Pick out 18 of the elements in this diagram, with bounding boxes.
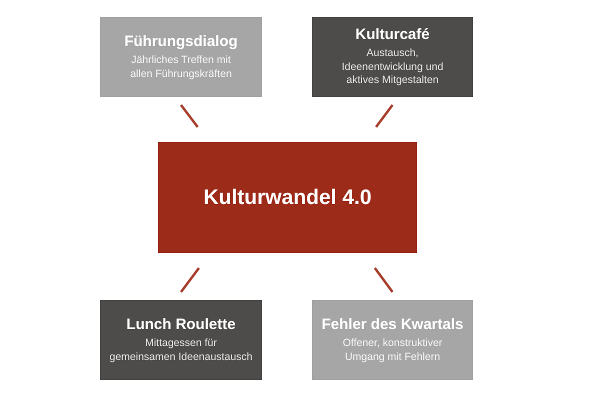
box-title: Führungsdialog bbox=[124, 33, 238, 51]
box-title: Kulturcafé bbox=[355, 26, 430, 44]
topic-box bbox=[312, 300, 473, 380]
connector-line bbox=[180, 267, 200, 293]
topic-box bbox=[312, 17, 473, 97]
box-title: Kulturwandel 4.0 bbox=[203, 188, 372, 206]
topic-box bbox=[100, 17, 262, 97]
box-description: Austausch, Ideenentwicklung und aktives Mitgestalten bbox=[340, 47, 444, 88]
topic-box bbox=[100, 300, 262, 380]
box-title: Fehler des Kwartals bbox=[322, 316, 464, 334]
box-title: Lunch Roulette bbox=[126, 316, 236, 334]
topic-box bbox=[158, 142, 417, 253]
connector-line bbox=[375, 104, 394, 128]
connector-line bbox=[374, 267, 394, 293]
box-description: Jährliches Treffen mit allen Führungskräften bbox=[129, 54, 233, 81]
connector-line bbox=[180, 104, 199, 128]
box-description: Offener, konstruktiver Umgang mit Fehlern bbox=[342, 337, 444, 364]
box-description: Mittagessen für gemeinsamen Ideenaustausch bbox=[108, 337, 254, 364]
